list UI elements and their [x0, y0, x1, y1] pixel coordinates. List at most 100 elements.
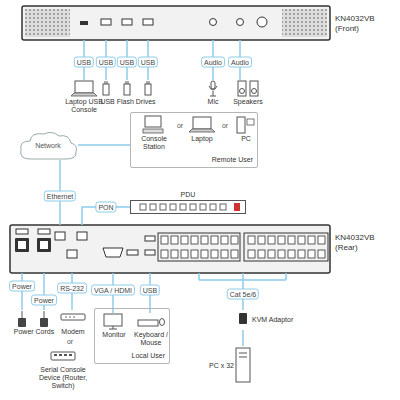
pc-monitor	[247, 119, 254, 125]
port-block	[158, 233, 240, 261]
outlet	[170, 204, 176, 210]
node-label: Monitor	[99, 331, 129, 339]
rj45-port	[201, 250, 208, 258]
note-text: or	[177, 121, 183, 130]
mic-stand	[209, 86, 217, 96]
power-button	[257, 17, 267, 27]
rj45-port	[308, 250, 315, 258]
kvm-adaptor-icon	[239, 313, 247, 324]
modem-led	[65, 316, 67, 318]
front-device: KN4032VB (Front)	[22, 6, 330, 40]
connector-tag: RS-232	[57, 283, 87, 294]
flash-drives: USB Flash Drives	[96, 80, 160, 106]
power-plug	[18, 318, 26, 327]
usb-port	[145, 250, 155, 255]
keyboard-icon	[138, 320, 158, 326]
pdu-switch	[234, 203, 240, 211]
rj45-port	[318, 236, 325, 244]
node-label: USB Flash Drives	[96, 98, 160, 106]
rj45-port	[268, 236, 275, 244]
remote-user-box: Remote UserConsole StationLaptopPC	[130, 112, 258, 168]
node-label: PDU	[131, 191, 245, 199]
node-label: PC	[235, 135, 257, 143]
rj45-port	[278, 236, 285, 244]
laptop-console: Laptop USB Console	[58, 80, 110, 114]
note-text: or	[67, 337, 73, 346]
outlet	[180, 204, 186, 210]
connector-tag: USB	[96, 57, 116, 68]
connector-tag: PON	[95, 202, 116, 213]
rj45-port	[211, 236, 218, 244]
console-station: Console Station	[135, 117, 173, 151]
note-text: or	[222, 121, 228, 130]
connector-tag: Power	[9, 281, 35, 292]
pc-tower	[237, 117, 245, 133]
connector-line	[78, 144, 130, 146]
serial-device: Serial Console Device (Router, Switch)	[34, 348, 92, 390]
kvm-ports	[161, 236, 325, 258]
connector-line	[242, 330, 244, 346]
speaker	[250, 81, 258, 96]
outlet	[220, 204, 226, 210]
mini-usb-port	[80, 21, 88, 25]
laptop-screen	[75, 81, 93, 93]
modem-led	[73, 316, 75, 318]
kvm-adaptor: KVM Adaptor	[236, 310, 298, 330]
flash-drive	[145, 84, 151, 95]
rj45-port	[181, 250, 188, 258]
audio-jack	[237, 19, 244, 26]
microphone: Mic	[200, 80, 226, 106]
serial-port	[67, 250, 77, 258]
rj45-port	[181, 236, 188, 244]
power-plug	[40, 318, 48, 327]
modem: Modem	[58, 310, 88, 336]
rj45-port	[171, 250, 178, 258]
switch-icon	[51, 352, 75, 360]
connector-tag: USB	[117, 57, 137, 68]
mic-head	[211, 81, 215, 89]
node-label: PC x 32	[209, 362, 234, 370]
remote-laptop: Laptop	[187, 117, 217, 143]
pon-port	[77, 232, 87, 240]
rj45-port	[191, 250, 198, 258]
rj45-port	[221, 236, 228, 244]
usb-port	[145, 236, 155, 241]
rj45-port	[318, 250, 325, 258]
node-label: Speakers	[228, 98, 268, 106]
outlet	[150, 204, 156, 210]
flash-drive	[103, 84, 109, 95]
power-switch	[38, 229, 50, 234]
laptop-base	[189, 129, 215, 132]
connector-tag: USB	[74, 57, 94, 68]
node-label: KVM Adaptor	[252, 316, 293, 324]
grille	[282, 9, 327, 37]
node-label: Mic	[200, 98, 226, 106]
hdmi-port	[127, 250, 138, 255]
connector-tag: USB	[138, 57, 158, 68]
network-cloud: Network	[18, 130, 78, 160]
laptop-screen	[193, 117, 211, 129]
rj45-port	[278, 250, 285, 258]
connector-line	[21, 273, 23, 310]
grille	[25, 9, 70, 37]
node-label: Laptop	[187, 135, 217, 143]
monitor-stand	[109, 326, 117, 329]
rj45-port	[268, 250, 275, 258]
speakers: Speakers	[228, 80, 268, 106]
grille-panel	[282, 9, 327, 37]
connector-tag: VGA / HDMI	[91, 285, 135, 296]
outlet	[190, 204, 196, 210]
front-panel	[22, 6, 330, 40]
usb-port	[101, 19, 111, 25]
monitor: Monitor	[99, 313, 129, 339]
power-switch	[16, 229, 28, 234]
rj45-port	[248, 236, 255, 244]
rj45-port	[161, 250, 168, 258]
outlet	[160, 204, 166, 210]
rj45-port	[298, 250, 305, 258]
node-label: Power Cords	[8, 328, 60, 336]
monitor-icon	[104, 314, 122, 326]
grille-panel	[25, 9, 70, 37]
rj45-port	[248, 250, 255, 258]
